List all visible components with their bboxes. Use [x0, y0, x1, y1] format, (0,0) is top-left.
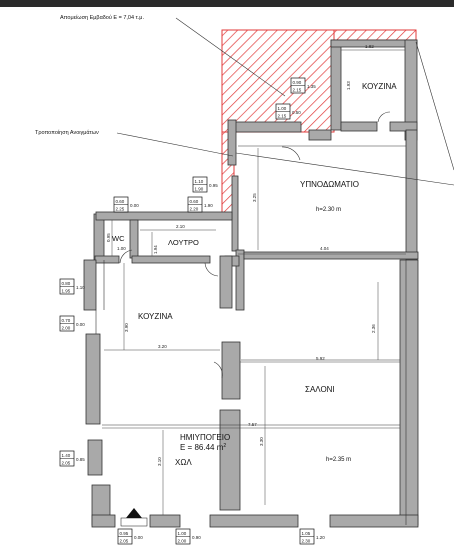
- opening-tag: 0.60 2.25 0.00: [113, 196, 139, 213]
- opening-width: 1.40: [62, 453, 71, 458]
- room-label-hall: ΧΩΛ: [175, 458, 192, 467]
- opening-height: 2.05: [120, 539, 129, 544]
- room-label-wc: WC: [112, 234, 125, 243]
- opening-sill: 0.95: [209, 183, 218, 188]
- dim-bath-height: 1.94: [153, 245, 158, 254]
- dim-kitchen-top-width: 1.82: [365, 44, 374, 49]
- room-label-basement: ΗΜΙΥΠΟΓΕΙΟ: [180, 433, 230, 442]
- dim-living-width: 5.92: [316, 356, 325, 361]
- dim-wc-width: 1.00: [117, 246, 126, 251]
- opening-tag: 1.00 2.15 0.50: [275, 103, 301, 120]
- opening-width: 1.10: [195, 179, 204, 184]
- opening-height: 1.90: [195, 187, 204, 192]
- basement-area: Ε = 86.44 m2: [180, 443, 226, 452]
- dim-bedroom-width: 4.04: [320, 246, 329, 251]
- opening-tag: 1.00 2.00 0.90: [175, 528, 201, 545]
- opening-width: 1.05: [302, 531, 311, 536]
- dim-bedroom-height: 3.25: [252, 193, 257, 202]
- opening-sill: 1.20: [316, 535, 325, 540]
- opening-sill: 0.00: [130, 203, 139, 208]
- opening-tag: 0.80 1.95 1.10: [59, 278, 85, 295]
- opening-width: 0.90: [293, 80, 302, 85]
- opening-tag: 1.40 2.05 0.85: [59, 450, 85, 467]
- opening-height: 2.00: [62, 326, 71, 331]
- opening-width: 0.70: [62, 318, 71, 323]
- annotation-area-reduction: Απομείωση Εμβαδού Ε = 7,04 τ.μ.: [60, 14, 144, 21]
- dimension-lines: [102, 49, 406, 515]
- opening-sill: 0.00: [134, 535, 143, 540]
- opening-width: 1.00: [178, 531, 187, 536]
- opening-height: 2.25: [116, 207, 125, 212]
- room-label-bedroom: ΥΠΝΟΔΩΜΑΤΙΟ: [300, 180, 359, 189]
- opening-tag: 1.05 2.30 1.20: [299, 528, 325, 545]
- dim-kitchen-top-side: 1.93: [346, 81, 351, 90]
- basement-height: h=2.35 m: [326, 457, 351, 463]
- dim-hall-height: 3.10: [157, 457, 162, 466]
- opening-height: 2.00: [178, 539, 187, 544]
- dim-wc-height: 0.95: [106, 233, 111, 242]
- opening-height: 2.20: [190, 207, 199, 212]
- opening-sill: 0.85: [76, 457, 85, 462]
- opening-tag: 0.90 2.15 1.35: [290, 77, 316, 94]
- dim-living-right-height: 2.36: [371, 324, 376, 333]
- top-bar: [0, 0, 454, 7]
- opening-tag: 1.10 1.90 0.95: [192, 176, 218, 193]
- opening-sill: 1.10: [76, 285, 85, 290]
- opening-sill: 0.90: [192, 535, 201, 540]
- opening-width: 0.60: [116, 199, 125, 204]
- walls: [83, 39, 419, 528]
- opening-width: 0.80: [62, 281, 71, 286]
- room-label-kitchen-top: ΚΟΥΖΙΝΑ: [362, 82, 397, 91]
- north-arrow-icon: [120, 508, 148, 527]
- opening-width: 0.60: [190, 199, 199, 204]
- annotation-openings-change: Τροποποίηση Ανοιγμάτων: [35, 129, 99, 136]
- opening-height: 2.05: [62, 461, 71, 466]
- room-label-living: ΣΑΛΟΝΙ: [305, 385, 335, 394]
- leader-lines: [116, 17, 454, 186]
- opening-sill: 0.50: [292, 110, 301, 115]
- room-label-bath: ΛΟΥΤΡΟ: [168, 238, 199, 247]
- interior-lines: [95, 111, 407, 525]
- opening-tags: 0.90 2.15 1.35 1.00 2.15 0.50 1.10 1.90 0.95 0.60…: [59, 77, 325, 545]
- opening-sill: 0.00: [76, 322, 85, 327]
- dim-full-width: 7.57: [248, 422, 257, 427]
- opening-tag: 0.70 2.00 0.00: [59, 315, 85, 332]
- dim-kitchen-height: 3.90: [124, 323, 129, 332]
- opening-sill: 1.90: [204, 203, 213, 208]
- opening-height: 2.15: [293, 88, 302, 93]
- opening-tag: 0.60 2.20 1.90: [187, 196, 213, 213]
- opening-width: 0.95: [120, 531, 129, 536]
- opening-width: 1.00: [278, 106, 287, 111]
- dim-right-height: 3.30: [259, 437, 264, 446]
- dim-bath-width: 2.10: [176, 224, 185, 229]
- opening-height: 1.95: [62, 289, 71, 294]
- opening-sill: 1.35: [307, 84, 316, 89]
- opening-height: 2.15: [278, 114, 287, 119]
- bedroom-height: h=2.30 m: [316, 207, 341, 213]
- dim-kitchen-width: 3.20: [158, 344, 167, 349]
- opening-height: 2.30: [302, 539, 311, 544]
- room-label-kitchen: ΚΟΥΖΙΝΑ: [138, 312, 173, 321]
- opening-tag: 0.95 2.05 0.00: [117, 528, 143, 545]
